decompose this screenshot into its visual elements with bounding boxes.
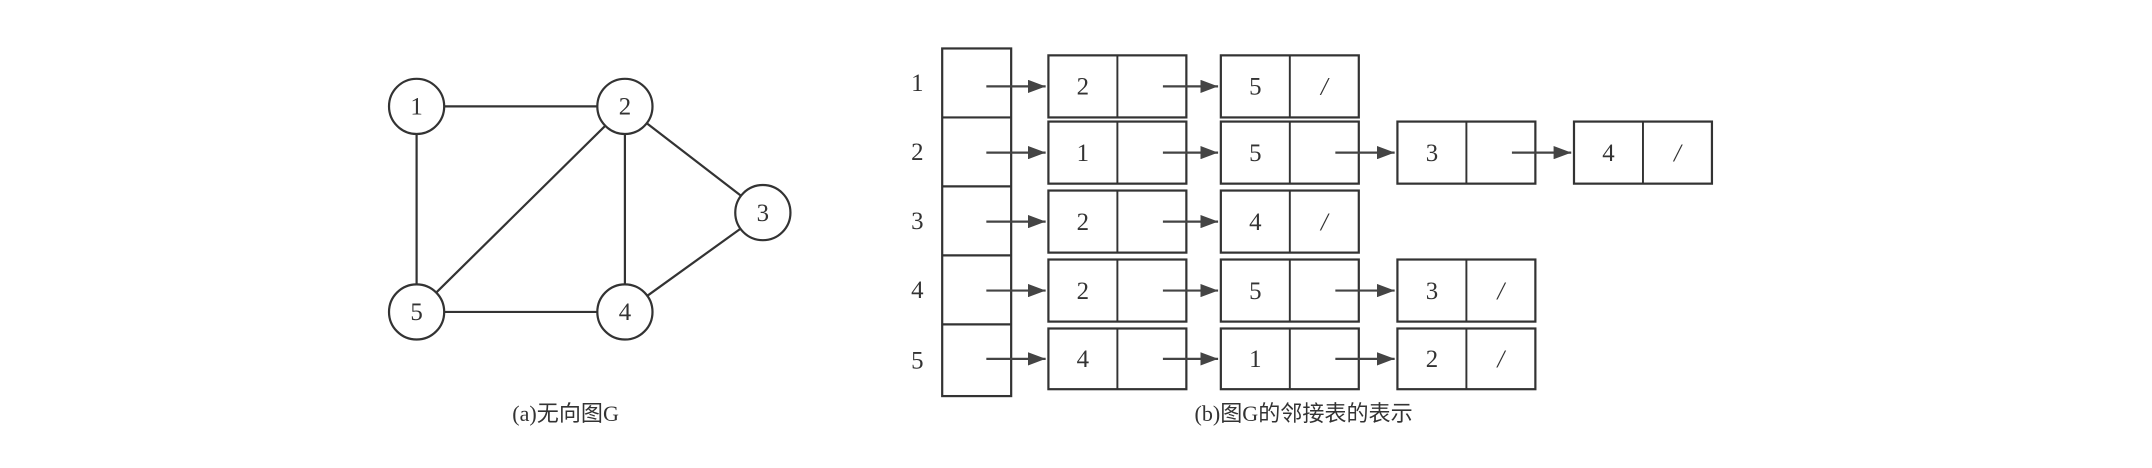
adjacency-list: 1 2 5 / 2 1 5 3 4 / 3 2 4 / 4 2 5 3 / 5 4 1 2 /: [911, 47, 1714, 398]
neighbor-value: 1: [1249, 346, 1261, 373]
neighbor-value: 5: [1249, 140, 1261, 167]
neighbor-value: 1: [1077, 140, 1089, 167]
graph-caption: (a)无向图G: [512, 401, 619, 426]
edge-3-4: [646, 227, 742, 297]
vertex-label: 2: [911, 139, 923, 166]
neighbor-value: 5: [1249, 278, 1261, 305]
vertex-label: 3: [911, 208, 923, 235]
neighbor-value: 2: [1426, 346, 1438, 373]
neighbor-value: 4: [1249, 209, 1262, 236]
null-pointer: /: [1319, 74, 1330, 101]
neighbor-value: 2: [1077, 209, 1089, 236]
node-2: [596, 77, 654, 136]
neighbor-value: 3: [1426, 140, 1438, 167]
vertex-label: 4: [911, 277, 924, 304]
neighbor-value: 2: [1077, 278, 1089, 305]
node-1: [387, 77, 446, 136]
null-pointer: /: [1495, 346, 1506, 373]
edge-2-5: [435, 124, 607, 294]
node-4: [596, 283, 654, 341]
node-label: 1: [410, 94, 422, 121]
node-label: 3: [757, 200, 769, 227]
neighbor-value: 5: [1249, 74, 1261, 101]
node-label: 2: [619, 94, 631, 121]
adjacency-caption: (b)图G的邻接表的表示: [1195, 401, 1413, 426]
undirected-graph: 1 2 3 4 5: [387, 77, 792, 341]
node-3: [734, 183, 792, 242]
neighbor-value: 3: [1426, 278, 1438, 305]
neighbor-value: 4: [1602, 140, 1615, 167]
neighbor-value: 4: [1077, 346, 1090, 373]
null-pointer: /: [1672, 140, 1683, 167]
node-label: 5: [410, 299, 422, 326]
null-pointer: /: [1319, 209, 1330, 236]
node-label: 4: [619, 299, 632, 326]
neighbor-value: 2: [1077, 74, 1089, 101]
vertex-label: 5: [911, 348, 923, 375]
node-5: [387, 283, 446, 341]
null-pointer: /: [1495, 278, 1506, 305]
vertex-label: 1: [911, 70, 923, 97]
edge-2-3: [646, 122, 742, 197]
